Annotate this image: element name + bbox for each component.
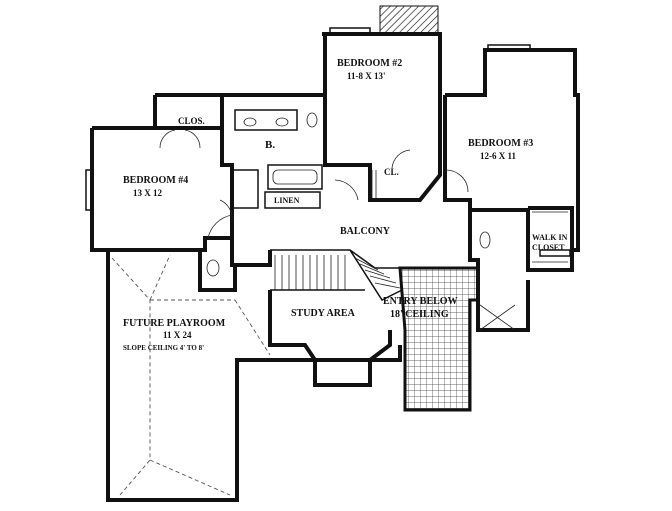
playroom-roof <box>106 252 402 502</box>
linen-label: LINEN <box>274 196 300 205</box>
bedroom3-label: BEDROOM #3 <box>468 138 533 149</box>
bedroom4-label: BEDROOM #4 <box>123 175 188 186</box>
playroom-dims: 11 X 24 <box>163 330 192 340</box>
bedroom2-dims: 11-8 X 13' <box>347 71 386 81</box>
bath-label: B. <box>265 139 275 151</box>
cl-label: CL. <box>384 167 399 177</box>
clos-label: CLOS. <box>178 116 205 126</box>
walkin-label-2: CLOSET <box>532 243 565 252</box>
stairs <box>270 249 405 301</box>
walkin-label-1: WALK IN <box>532 233 568 242</box>
playroom-note: SLOPE CEILING 4' TO 8' <box>123 344 204 352</box>
entry-label-1: ENTRY BELOW <box>383 296 458 307</box>
study-label: STUDY AREA <box>291 308 356 319</box>
entry-floor <box>398 266 480 412</box>
balcony-label: BALCONY <box>340 226 391 237</box>
chimney <box>379 5 439 35</box>
playroom-label: FUTURE PLAYROOM <box>123 318 226 329</box>
bedroom4-dims: 13 X 12 <box>133 188 162 198</box>
entry-label-2: 18' CEILING <box>390 309 449 320</box>
bedroom2-label: BEDROOM #2 <box>337 58 402 69</box>
bedroom3-dims: 12-6 X 11 <box>480 151 517 161</box>
walls <box>90 32 580 387</box>
interior-details <box>85 27 571 331</box>
